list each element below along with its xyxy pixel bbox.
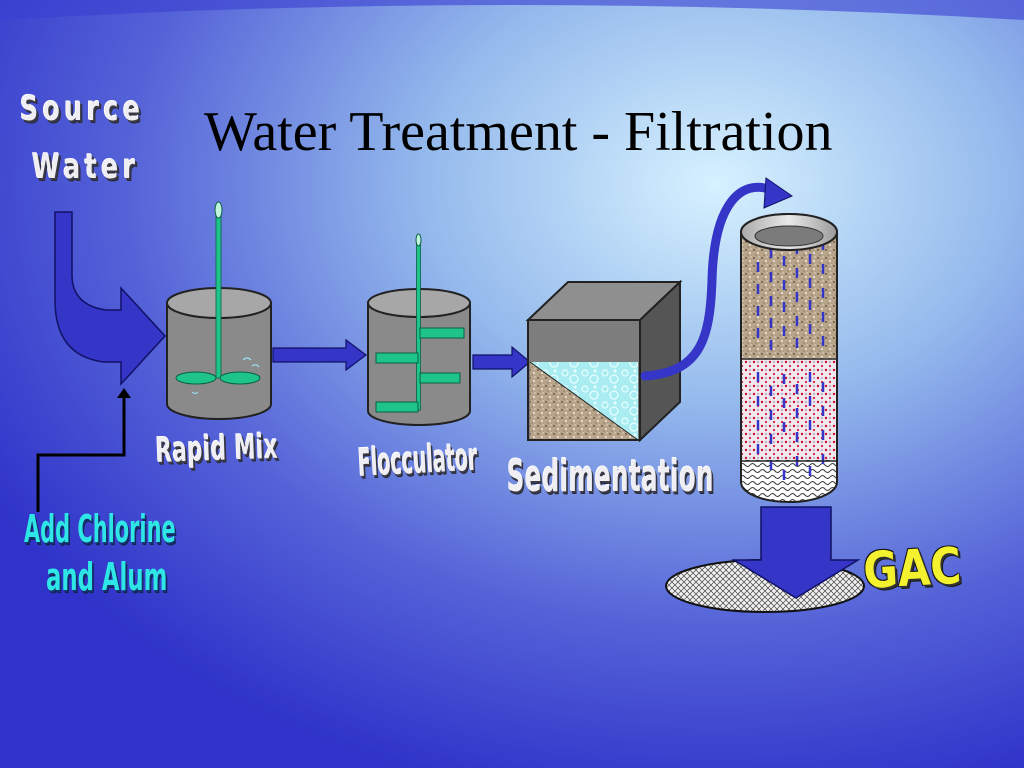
label-add-chlorine: Add Chlorine [24,507,176,551]
source-water-arrow [54,211,167,386]
flow-arrow-to-sedimentation [472,345,531,379]
chemical-feed-arrowhead [117,388,131,398]
sedimentation-basin-icon [525,279,683,443]
label-rapid-mix: Rapid Mix [154,426,279,471]
flow-arrow-to-flocculator [272,338,367,372]
label-flocculator: Flocculator [356,434,479,485]
label-source-water-line1: Source [20,89,145,129]
chemical-feed-line [36,396,126,512]
label-gac: GAC [861,536,963,600]
flow-pipe-arrowhead [763,177,794,209]
label-and-alum: and Alum [46,555,168,599]
flow-arrow-to-gac [731,506,861,599]
label-sedimentation: Sedimentation [507,451,715,502]
flow-pipe-to-filter [640,182,777,381]
background-top-band [0,0,1024,20]
label-source-water-line2: Water [32,147,140,187]
page-title: Water Treatment - Filtration [204,101,833,163]
rapid-mix-tank-icon [166,201,272,420]
flocculator-tank-icon [367,233,471,426]
filter-column-icon [740,213,838,503]
